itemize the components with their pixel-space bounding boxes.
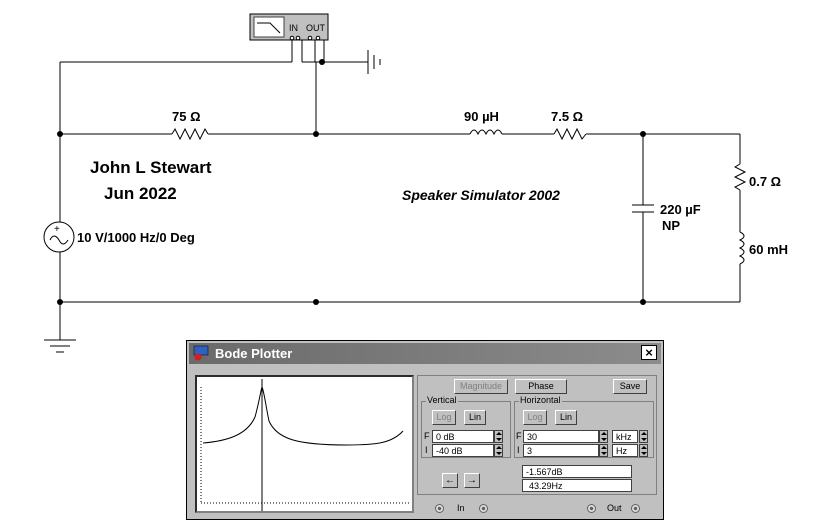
horizontal-final-unit-spinner[interactable] [639, 430, 648, 443]
vertical-log-button[interactable]: Log [432, 410, 456, 425]
readout-magnitude: -1.567dB [522, 465, 632, 478]
out-terminal-right[interactable] [631, 504, 640, 513]
horizontal-label: Horizontal [519, 395, 562, 405]
l2-label: 60 mH [749, 242, 789, 257]
vertical-final-spinner[interactable] [494, 430, 503, 443]
window-title: Bode Plotter [215, 346, 293, 361]
close-button[interactable]: × [641, 345, 657, 360]
l1-label: 90 µH [464, 109, 499, 124]
vertical-lin-button[interactable]: Lin [464, 410, 486, 425]
horizontal-final-spinner[interactable] [599, 430, 608, 443]
cursor-left-button[interactable]: ← [442, 473, 458, 488]
bode-plotter-window: Bode Plotter × Magnitude Phase Save Vert… [186, 340, 664, 520]
horizontal-final-field[interactable]: 30 [523, 430, 599, 443]
bode-curve [200, 379, 409, 511]
r2-label: 7.5 Ω [551, 109, 584, 124]
svg-text:+: + [54, 224, 60, 235]
bode-out-label: OUT [306, 23, 325, 33]
control-panel: Magnitude Phase Save Vertical Log Lin F … [417, 375, 657, 495]
bode-in-label: IN [289, 23, 298, 33]
vertical-label: Vertical [426, 395, 458, 405]
out-label: Out [607, 503, 622, 513]
title-bar[interactable]: Bode Plotter × [189, 343, 661, 364]
vertical-i-label: I [425, 445, 428, 455]
horizontal-group: Horizontal Log Lin F 30 kHz I 3 Hz [514, 395, 654, 458]
in-terminal-right[interactable] [479, 504, 488, 513]
source-label: 10 V/1000 Hz/0 Deg [77, 230, 195, 245]
horizontal-final-unit[interactable]: kHz [612, 430, 638, 443]
author-text: John L Stewart [90, 158, 212, 177]
phase-button[interactable]: Phase [515, 379, 567, 394]
horizontal-log-button[interactable]: Log [523, 410, 547, 425]
readout-frequency: 43.29Hz [522, 479, 632, 492]
horizontal-initial-spinner[interactable] [599, 444, 608, 457]
date-text: Jun 2022 [104, 184, 177, 203]
out-terminal-left[interactable] [587, 504, 596, 513]
horizontal-f-label: F [516, 431, 522, 441]
bode-plot-area[interactable] [195, 375, 414, 513]
vertical-initial-field[interactable]: -40 dB [432, 444, 494, 457]
c1-label: 220 µF [660, 202, 701, 217]
horizontal-initial-unit[interactable]: Hz [612, 444, 638, 457]
bode-app-icon [193, 345, 209, 361]
vertical-initial-spinner[interactable] [494, 444, 503, 457]
horizontal-initial-unit-spinner[interactable] [639, 444, 648, 457]
cursor-right-button[interactable]: → [464, 473, 480, 488]
c1-type-label: NP [662, 218, 681, 233]
in-terminal-left[interactable] [435, 504, 444, 513]
r3-label: 0.7 Ω [749, 174, 782, 189]
r1-label: 75 Ω [172, 109, 201, 124]
vertical-final-field[interactable]: 0 dB [432, 430, 494, 443]
in-label: In [457, 503, 465, 513]
magnitude-button[interactable]: Magnitude [454, 379, 508, 394]
horizontal-i-label: I [517, 445, 520, 455]
vertical-f-label: F [424, 431, 430, 441]
save-button[interactable]: Save [613, 379, 647, 394]
vertical-group: Vertical Log Lin F 0 dB I -40 dB [421, 395, 511, 458]
horizontal-lin-button[interactable]: Lin [555, 410, 577, 425]
subtitle-text: Speaker Simulator 2002 [402, 187, 560, 203]
horizontal-initial-field[interactable]: 3 [523, 444, 599, 457]
